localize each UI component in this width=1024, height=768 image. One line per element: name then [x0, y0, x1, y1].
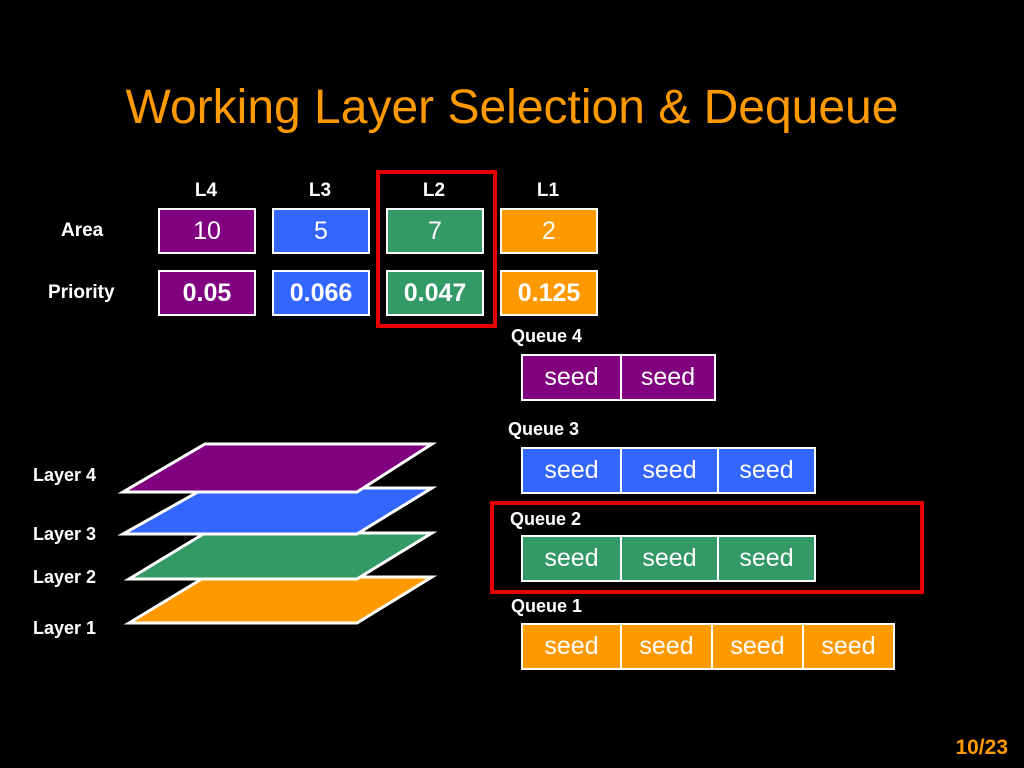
priority-box-l4: 0.05 — [158, 270, 256, 316]
layer-4-plane — [117, 442, 438, 494]
layer-label-2: Layer 2 — [33, 567, 97, 587]
layer-1-plane — [123, 575, 438, 625]
row-label-area: Area — [61, 220, 104, 241]
queue-label-1: Queue 1 — [511, 596, 583, 616]
layer-label-4: Layer 4 — [33, 465, 97, 485]
selected-queue-highlight — [490, 501, 924, 594]
queue-cell: seed — [620, 625, 711, 668]
layer-2-plane — [123, 531, 438, 581]
priority-box-l2: 0.047 — [386, 270, 484, 316]
queue-cell: seed — [544, 632, 599, 660]
selected-layer-highlight — [376, 170, 497, 328]
page-separator: / — [978, 736, 985, 759]
queue-cell: seed — [717, 449, 814, 492]
queue-cell: seed — [544, 363, 599, 391]
queue-3: seed seed seed — [521, 447, 816, 494]
queue-cell: seed — [802, 625, 893, 668]
queue-4: seed seed — [521, 354, 716, 401]
priority-box-l1: 0.125 — [500, 270, 598, 316]
queue-label-2: Queue 2 — [510, 509, 582, 529]
slide-title: Working Layer Selection & Dequeue — [125, 81, 899, 134]
area-box-l2: 7 — [386, 208, 484, 254]
queue-cell: seed — [544, 544, 599, 572]
column-label-l2: L2 — [422, 180, 446, 201]
layer-label-1: Layer 1 — [33, 618, 97, 638]
priority-box-l3: 0.066 — [272, 270, 370, 316]
column-label-l3: L3 — [308, 180, 332, 201]
row-label-priority: Priority — [48, 282, 115, 303]
column-label-l4: L4 — [194, 180, 218, 201]
page-total: 23 — [984, 736, 1008, 759]
queue-cell: seed — [620, 449, 717, 492]
queue-label-3: Queue 3 — [508, 419, 580, 439]
area-box-l3: 5 — [272, 208, 370, 254]
layer-3-plane — [117, 486, 438, 536]
queue-2: seed seed seed — [521, 535, 816, 582]
queue-cell: seed — [620, 537, 717, 580]
queue-label-4: Queue 4 — [511, 326, 583, 346]
queue-cell: seed — [544, 456, 599, 484]
column-label-l1: L1 — [536, 180, 560, 201]
queue-1: seed seed seed seed — [521, 623, 895, 670]
queue-cell: seed — [711, 625, 802, 668]
page-number: 10/23 — [955, 736, 1008, 760]
queue-cell: seed — [620, 356, 714, 399]
page-current: 10 — [955, 736, 979, 759]
area-box-l1: 2 — [500, 208, 598, 254]
area-box-l4: 10 — [158, 208, 256, 254]
layer-label-3: Layer 3 — [33, 524, 97, 544]
queue-cell: seed — [717, 537, 814, 580]
